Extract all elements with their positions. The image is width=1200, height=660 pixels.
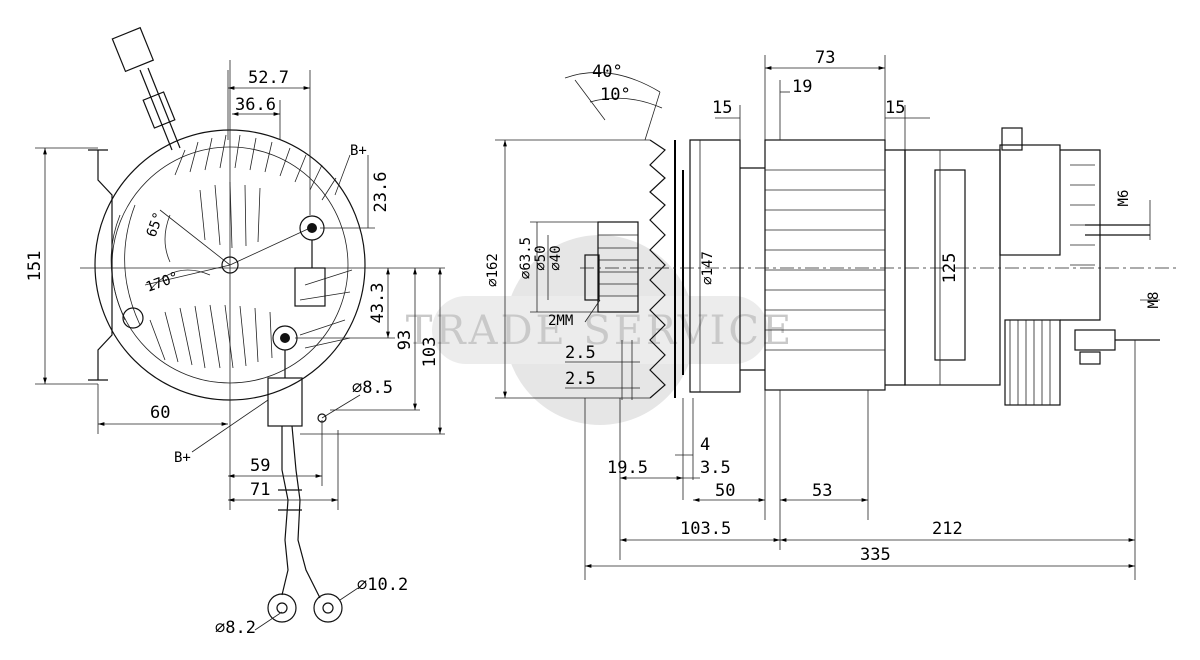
top-connector — [111, 26, 181, 151]
dim-335: 335 — [860, 545, 891, 565]
watermark: TRADE SERVICE — [406, 235, 794, 425]
angle-40: 40° — [592, 62, 623, 82]
mount-eye — [122, 307, 144, 329]
rectifier — [1004, 319, 1061, 406]
dim-60: 60 — [150, 403, 170, 423]
fan-blades — [649, 139, 666, 399]
dim-dia-50: ⌀50 — [533, 245, 549, 270]
dim-50: 50 — [715, 481, 735, 501]
dim-dia-8-2: ⌀8.2 — [215, 618, 256, 638]
dim-dia-40: ⌀40 — [548, 245, 564, 270]
side-view: 40° 10° 73 19 15 15 ⌀162 ⌀63.5 ⌀50 ⌀40 ⌀… — [485, 48, 1180, 580]
stator-lamination — [765, 169, 885, 351]
dim-m8: M8 — [1146, 292, 1162, 309]
dim-15-right: 15 — [885, 98, 905, 118]
dim-19: 19 — [792, 77, 812, 97]
dim-125: 125 — [940, 253, 960, 284]
dim-dia-10-2: ⌀10.2 — [357, 575, 408, 595]
stator — [764, 139, 886, 391]
terminal-block — [294, 267, 326, 307]
label-b-plus-top: B+ — [350, 143, 367, 159]
dim-52-7: 52.7 — [248, 68, 289, 88]
bottom-harness — [267, 377, 343, 623]
pulley — [597, 221, 639, 313]
angle-65: 65° — [144, 210, 168, 239]
dim-4: 4 — [700, 435, 710, 455]
front-dimension-lines — [35, 70, 445, 631]
angle-10: 10° — [600, 85, 631, 105]
pulley-nut — [584, 254, 600, 301]
dim-dia-8-5: ⌀8.5 — [352, 378, 393, 398]
front-bracket — [689, 139, 741, 393]
watermark-text: TRADE SERVICE — [406, 308, 794, 354]
left-mount-bracket — [97, 150, 113, 380]
angle-170: 170° — [144, 269, 181, 296]
dim-3-5: 3.5 — [700, 458, 731, 478]
label-pulley-2mm: 2MM — [548, 313, 573, 329]
dim-19-5: 19.5 — [607, 458, 648, 478]
rear-flange — [885, 149, 906, 386]
dim-dia-63-5: ⌀63.5 — [518, 237, 534, 279]
dim-151: 151 — [25, 251, 45, 282]
dim-103-5: 103.5 — [680, 519, 731, 539]
regulator — [999, 144, 1061, 256]
dim-2-5-b: 2.5 — [565, 369, 596, 389]
dim-59: 59 — [250, 456, 270, 476]
dim-dia-147: ⌀147 — [700, 251, 716, 285]
rear-housing — [904, 149, 1001, 386]
dim-15-left: 15 — [712, 98, 732, 118]
dim-dia-162: ⌀162 — [485, 253, 501, 287]
label-b-plus: B+ — [174, 450, 191, 466]
dim-23-6: 23.6 — [371, 172, 391, 213]
dim-53: 53 — [812, 481, 832, 501]
front-dimension-texts: 52.7 36.6 151 23.6 43.3 93 103 60 59 71 … — [25, 68, 440, 638]
dim-93: 93 — [395, 330, 415, 350]
dim-71: 71 — [250, 480, 270, 500]
dim-103: 103 — [420, 337, 440, 368]
dim-212: 212 — [932, 519, 963, 539]
side-dimension-texts: 40° 10° 73 19 15 15 ⌀162 ⌀63.5 ⌀50 ⌀40 ⌀… — [485, 48, 1162, 565]
side-dimension-lines — [495, 55, 1160, 580]
dim-43-3: 43.3 — [368, 283, 388, 324]
fins-top — [174, 134, 337, 249]
dim-73: 73 — [815, 48, 835, 68]
fins-bottom — [149, 269, 353, 369]
front-view: 52.7 36.6 151 23.6 43.3 93 103 60 59 71 … — [25, 26, 445, 638]
dim-m6: M6 — [1116, 190, 1132, 207]
dim-36-6: 36.6 — [235, 95, 276, 115]
b-plus-stud — [1074, 329, 1116, 351]
dim-2-5-a: 2.5 — [565, 343, 596, 363]
